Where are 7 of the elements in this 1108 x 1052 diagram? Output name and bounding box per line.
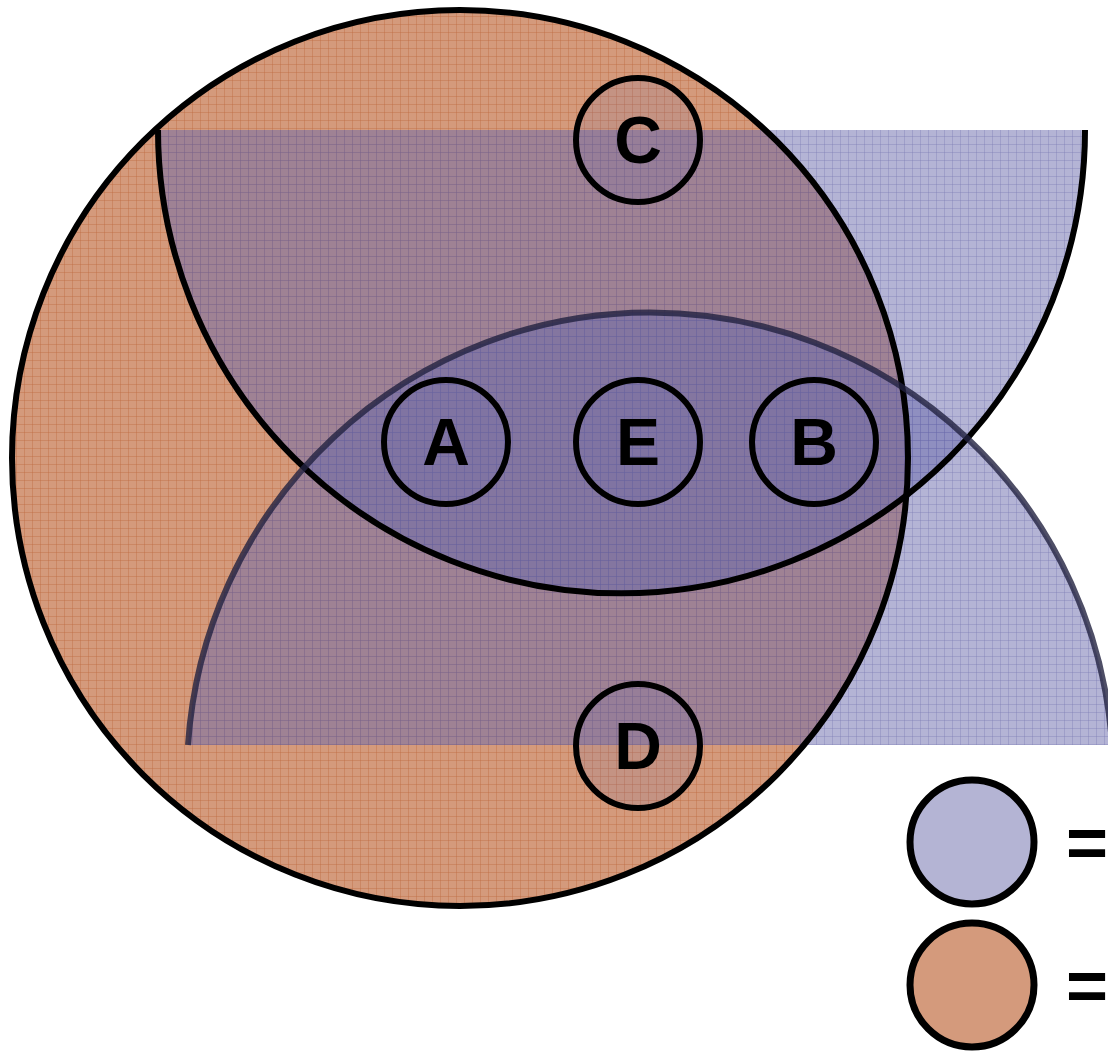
legend-label: =	[1066, 806, 1108, 878]
letter-circle: D	[572, 680, 704, 812]
legend-label: =	[1066, 949, 1108, 1021]
letter-circle: E	[572, 376, 704, 508]
letter-circle: C	[572, 74, 704, 206]
letter-circle: A	[380, 376, 512, 508]
letter-circle: B	[748, 376, 880, 508]
